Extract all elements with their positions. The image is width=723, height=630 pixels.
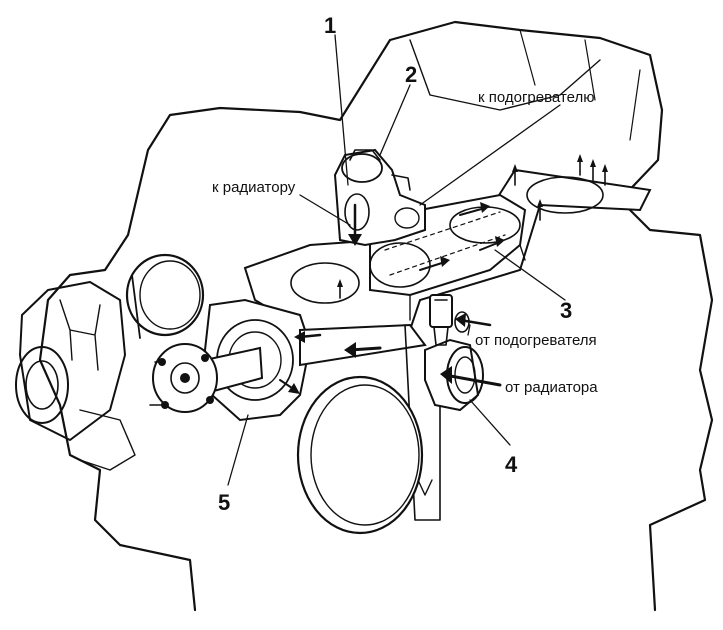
label-to-radiator: к радиатору (212, 179, 296, 196)
callout-5: 5 (218, 490, 230, 515)
callout-1: 1 (324, 13, 336, 38)
crank-pulley (296, 375, 424, 535)
cylinder-bore-2 (526, 176, 604, 214)
thermostat-housing (333, 148, 426, 247)
water-pump (149, 298, 312, 422)
leader-4 (469, 399, 511, 446)
label-from-heater: от подогревателя (475, 332, 597, 349)
leader-to-radiator (299, 194, 351, 226)
leader-1 (334, 34, 349, 186)
flow-arrows (279, 202, 505, 394)
leader-to-heater (419, 104, 561, 206)
leader-5 (227, 414, 249, 486)
engine-block-outline (38, 20, 714, 612)
label-from-radiator: от радиатора (505, 379, 598, 396)
leader-from-heater (467, 324, 471, 336)
callout-2: 2 (405, 62, 417, 87)
callout-4: 4 (505, 452, 518, 477)
cylinder-bore-1 (290, 262, 360, 304)
label-to-heater: к подогревателю (478, 89, 594, 106)
leader-3 (494, 249, 566, 301)
coolant-inlet (424, 338, 484, 412)
head-bolts (337, 154, 608, 299)
leader-2 (379, 84, 411, 156)
callout-3: 3 (560, 298, 572, 323)
engine-block-inner (409, 39, 601, 111)
idler-pulley (125, 253, 205, 339)
alternator (15, 281, 136, 471)
block-rib (519, 29, 641, 141)
leader-lines (227, 34, 566, 486)
